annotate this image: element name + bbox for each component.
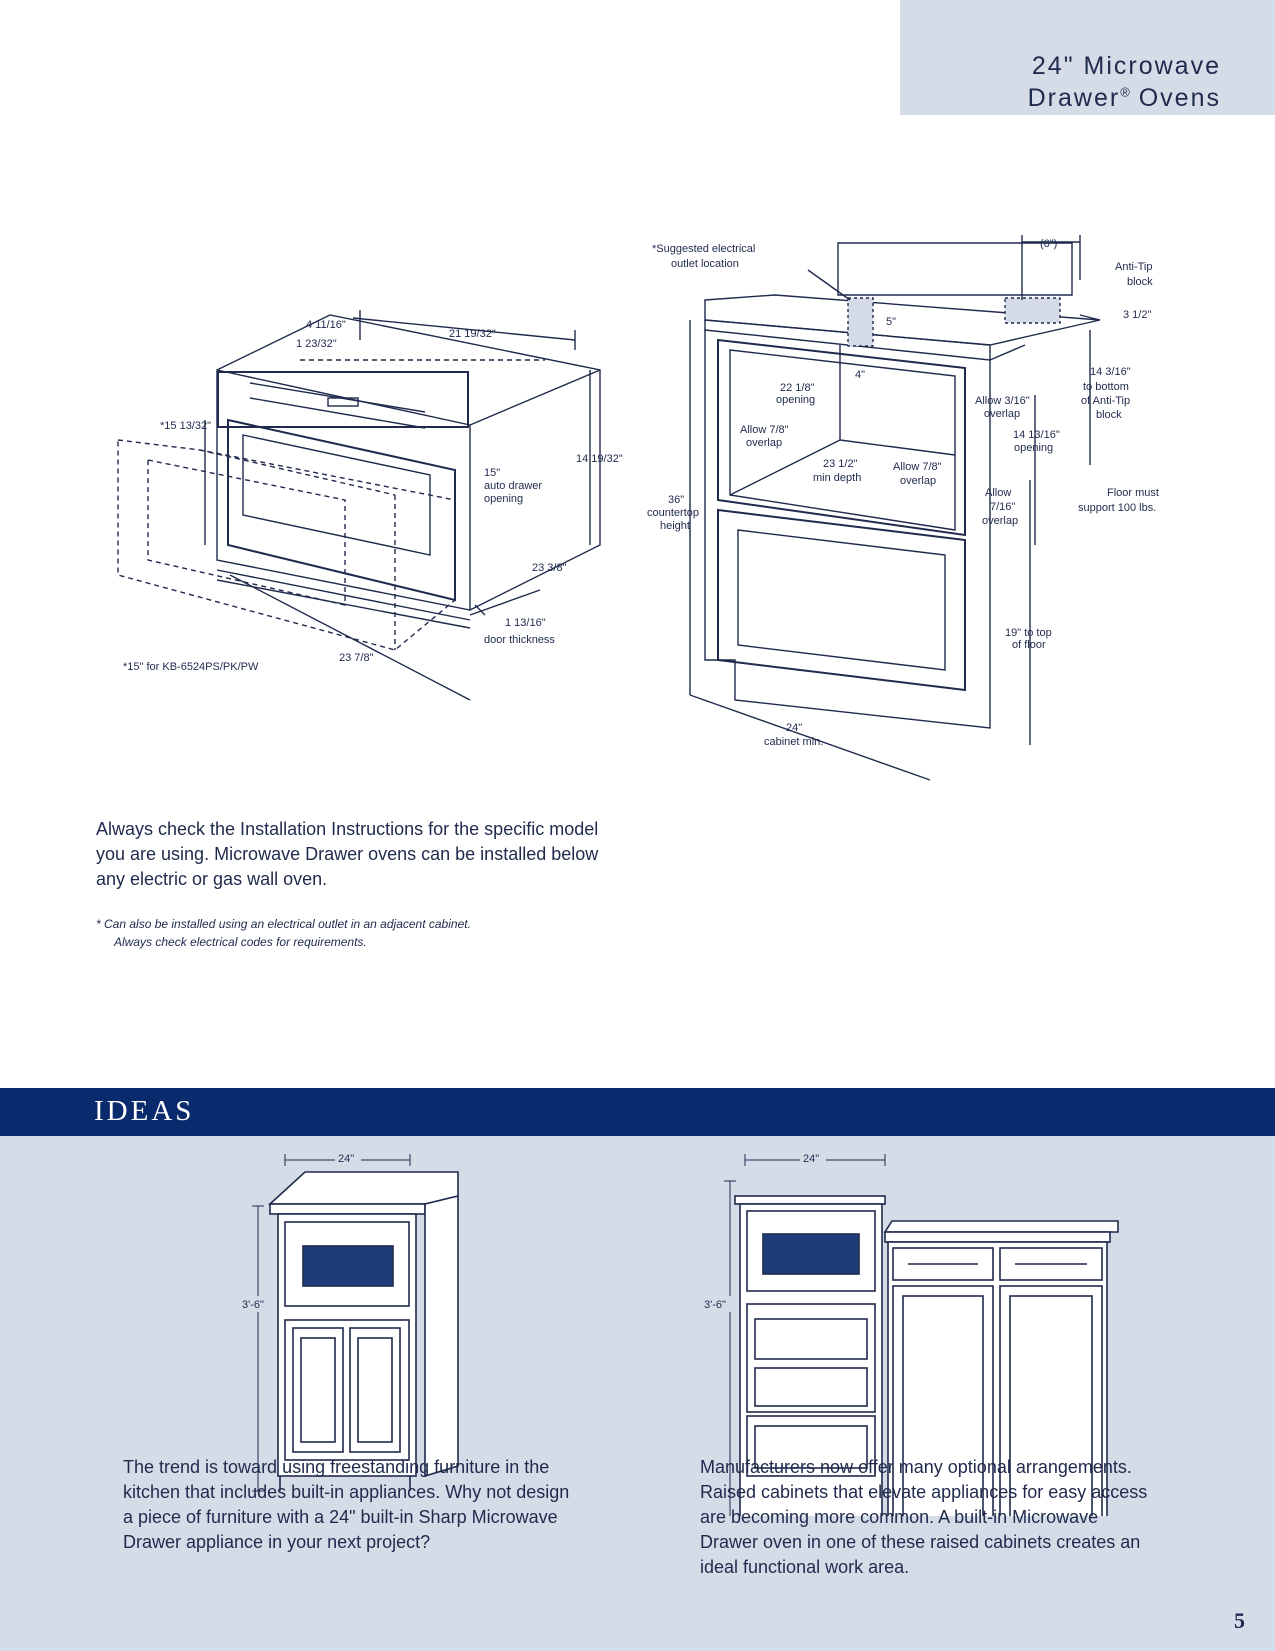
- floor-2: support 100 lbs.: [1078, 502, 1156, 514]
- dim-14-3-1: 14 3/16": [1090, 366, 1131, 378]
- allow716-3: overlap: [982, 515, 1018, 527]
- ideas-panel: 24" 3'-6" 24" 3'-6" The trend is toward …: [0, 1136, 1275, 1651]
- allow716-2: 7/16": [990, 501, 1015, 513]
- dim-15-auto-3: opening: [484, 493, 523, 505]
- antitip-label-2: block: [1127, 276, 1153, 288]
- dim-6: (6"): [1040, 238, 1057, 250]
- model-note: *15" for KB-6524PS/PK/PW: [123, 661, 259, 673]
- footnote: * Can also be installed using an electri…: [96, 915, 656, 951]
- dim-15-13-32: *15 13/32": [160, 420, 211, 432]
- dim-19-1: 19" to top: [1005, 627, 1052, 639]
- dim-24-1: 24": [786, 722, 802, 734]
- single-oven-diagram: [117, 310, 601, 701]
- ideas-title: IDEAS: [94, 1095, 195, 1127]
- ideas-left-text: The trend is toward using freestanding f…: [123, 1457, 570, 1552]
- allow716-1: Allow: [985, 487, 1011, 499]
- title-box: 24" Microwave Drawer® Ovens: [900, 0, 1275, 115]
- allow78a-2: overlap: [746, 437, 782, 449]
- ideas-header-bar: IDEAS: [0, 1088, 1275, 1136]
- ideas-illustrations: 24" 3'-6" 24" 3'-6": [240, 1150, 1119, 1516]
- floor-1: Floor must: [1107, 487, 1159, 499]
- right-width-label: 24": [803, 1153, 819, 1165]
- dim-22-1: 22 1/8": [780, 382, 815, 394]
- dim-14-3-3: of Anti-Tip: [1081, 395, 1130, 407]
- dim-36-2: countertop: [647, 507, 699, 519]
- dim-14-3-4: block: [1096, 409, 1122, 421]
- ideas-dimension-labels: 24" 3'-6" 24" 3'-6": [240, 1150, 826, 1312]
- dim-15-auto-2: auto drawer: [484, 480, 542, 492]
- allow78b-1: Allow 7/8": [893, 461, 942, 473]
- page-number: 5: [1234, 1608, 1245, 1633]
- dim-4-11-16: 4 11/16": [306, 319, 346, 331]
- outlet-label-1: *Suggested electrical: [652, 243, 755, 255]
- allow316-2: overlap: [984, 408, 1020, 420]
- dim-24-2: cabinet min.: [764, 736, 823, 748]
- right-diagram-labels: *Suggested electrical outlet location (6…: [647, 238, 1159, 748]
- allow78a-1: Allow 7/8": [740, 424, 789, 436]
- dim-15-auto-1: 15": [484, 467, 500, 479]
- dim-22-2: opening: [776, 394, 815, 406]
- cabinet-diagram: [689, 235, 1101, 781]
- dim-1-23-32: 1 23/32": [296, 338, 337, 350]
- dim-5: 5": [886, 316, 896, 328]
- title-drawer: Drawer: [1027, 84, 1121, 112]
- dim-14-19-32: 14 19/32": [576, 453, 623, 465]
- dim-14-13-1: 14 13/16": [1013, 429, 1060, 441]
- dim-21-19-32: 21 19/32": [449, 328, 496, 340]
- dim-36-3: height: [660, 520, 690, 532]
- dim-19-2: of floor: [1012, 639, 1046, 651]
- dim-23-3-8: 23 3/8": [532, 562, 567, 574]
- allow316-1: Allow 3/16": [975, 395, 1030, 407]
- dim-23-2: min depth: [813, 472, 861, 484]
- intro-paragraph: Always check the Installation Instructio…: [96, 819, 599, 889]
- title-ovens: Ovens: [1138, 84, 1221, 112]
- left-height-label: 3'-6": [242, 1299, 264, 1311]
- antitip-label-1: Anti-Tip: [1115, 261, 1153, 273]
- title-line-1: 24" Microwave: [1031, 52, 1221, 80]
- footnote-line-1: * Can also be installed using an electri…: [96, 917, 471, 931]
- footnote-line-2: Always check electrical codes for requir…: [114, 935, 367, 949]
- dim-3-1-2: 3 1/2": [1123, 309, 1151, 321]
- dim-14-13-2: opening: [1014, 442, 1053, 454]
- title-line-2: Drawer® Ovens: [1028, 84, 1221, 113]
- freestanding-cabinet: [267, 1171, 459, 1491]
- ideas-right-text: Manufacturers now offer many optional ar…: [700, 1457, 1148, 1577]
- dim-23-7-8: 23 7/8": [339, 652, 374, 664]
- raised-cabinet: [734, 1195, 1119, 1516]
- dim-36-1: 36": [668, 494, 684, 506]
- installation-diagrams: 4 11/16" 1 23/32" 21 19/32" *15 13/32" 1…: [117, 235, 1159, 781]
- dim-23-1: 23 1/2": [823, 458, 858, 470]
- left-width-label: 24": [338, 1153, 354, 1165]
- registered-mark: ®: [1120, 84, 1130, 100]
- allow78b-2: overlap: [900, 475, 936, 487]
- dim-4: 4": [855, 369, 865, 381]
- dim-1-13-16: 1 13/16": [505, 617, 546, 629]
- dim-door-thickness: door thickness: [484, 634, 555, 646]
- outlet-label-2: outlet location: [671, 258, 739, 270]
- right-height-label: 3'-6": [704, 1299, 726, 1311]
- dim-14-3-2: to bottom: [1083, 381, 1129, 393]
- left-diagram-labels: 4 11/16" 1 23/32" 21 19/32" *15 13/32" 1…: [123, 319, 623, 673]
